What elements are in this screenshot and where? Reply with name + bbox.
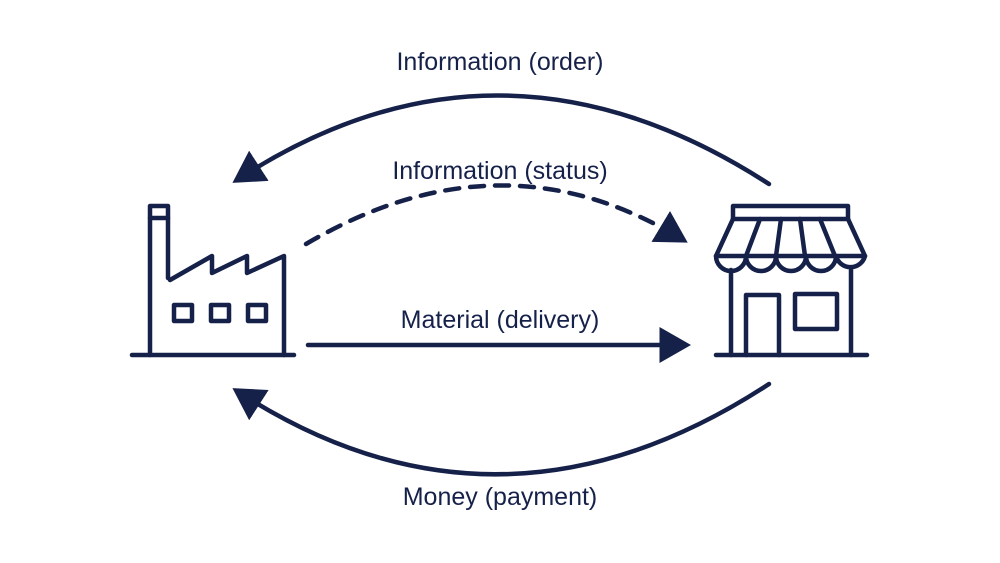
factory-icon	[129, 203, 297, 358]
label-information-status: Information (status)	[392, 157, 608, 185]
status-arrow	[303, 183, 688, 247]
payment-arrow	[232, 381, 772, 477]
label-money-payment: Money (payment)	[402, 483, 598, 511]
label-information-order: Information (order)	[396, 48, 604, 76]
label-material-delivery: Material (delivery)	[400, 306, 600, 334]
store-icon	[713, 203, 870, 358]
order-arrow	[232, 93, 772, 187]
